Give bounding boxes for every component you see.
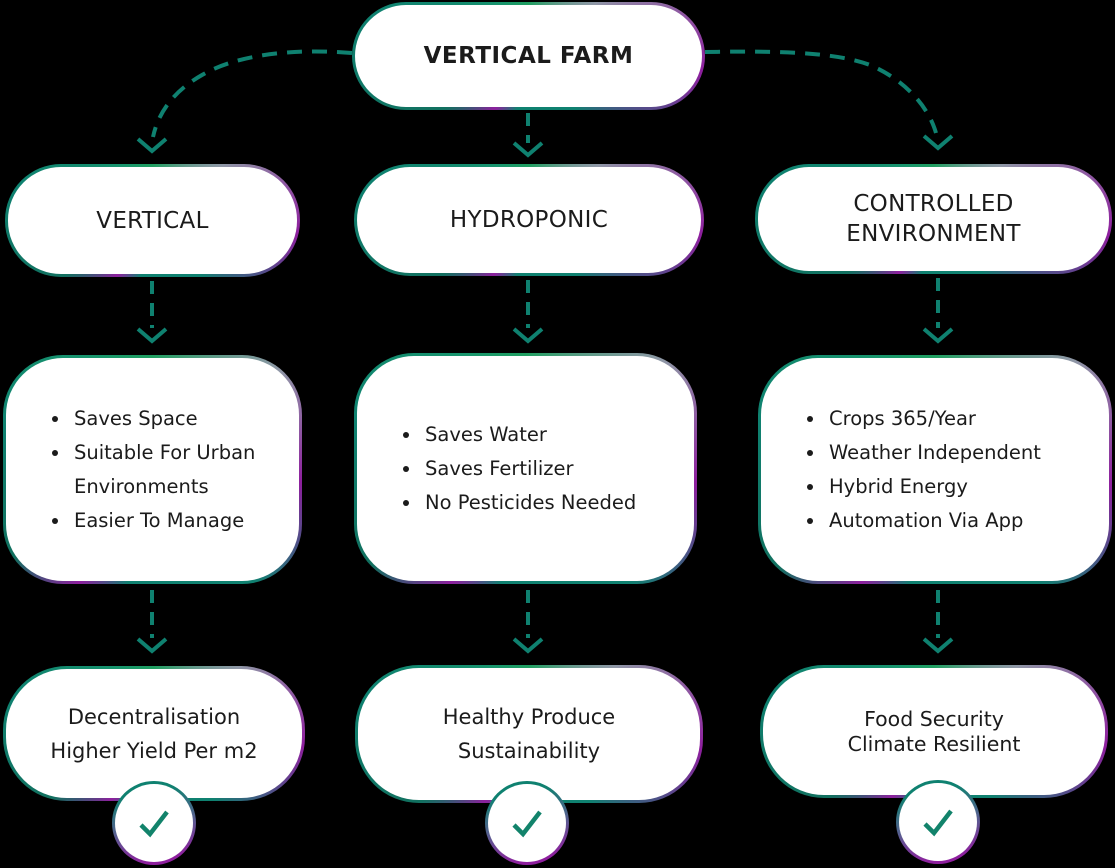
arrowhead-outcome-2 — [512, 637, 544, 654]
arrowhead-outcome-3 — [922, 637, 954, 654]
benefit-item: Automation Via App — [807, 504, 1041, 538]
outcome-pill-controlled-environment: Food Security Climate Resilient — [760, 665, 1108, 798]
outcome-line: Healthy Produce — [442, 705, 616, 729]
outcome-line: Climate Resilient — [847, 731, 1021, 756]
arrowhead-vertical-benefits — [136, 327, 168, 344]
connector-root-to-vertical — [151, 49, 353, 138]
benefits-box-vertical: Saves Space Suitable For Urban Environme… — [3, 355, 302, 584]
category-label-controlled-environment: CONTROLLED ENVIRONMENT — [846, 191, 1021, 247]
outcome-line: Sustainability — [457, 739, 601, 763]
check-badge-controlled-environment — [896, 780, 980, 864]
arrowhead-controlled-benefits — [922, 327, 954, 344]
benefit-item: Saves Fertilizer — [403, 452, 636, 486]
check-icon — [512, 810, 542, 838]
outcome-line: Higher Yield Per m2 — [50, 738, 258, 763]
benefits-list-controlled-environment: Crops 365/Year Weather Independent Hybri… — [761, 402, 1059, 538]
root-label: VERTICAL FARM — [423, 43, 634, 69]
check-icon — [923, 809, 953, 837]
benefit-item: Easier To Manage — [52, 504, 281, 538]
benefits-box-hydroponic: Saves Water Saves Fertilizer No Pesticid… — [354, 353, 697, 584]
check-badge-hydroponic — [485, 781, 569, 865]
benefit-item: Crops 365/Year — [807, 402, 1041, 436]
arrowhead-vertical — [136, 137, 168, 154]
benefit-item: Weather Independent — [807, 436, 1041, 470]
benefit-item: Suitable For Urban Environments — [52, 436, 281, 504]
category-label-hydroponic: HYDROPONIC — [449, 207, 609, 233]
arrowhead-controlled — [922, 134, 954, 151]
benefit-item: No Pesticides Needed — [403, 486, 636, 520]
check-icon — [139, 810, 169, 838]
category-pill-controlled-environment: CONTROLLED ENVIRONMENT — [755, 164, 1112, 274]
outcome-line: Food Security — [864, 706, 1004, 731]
category-pill-vertical: VERTICAL — [5, 164, 300, 277]
connector-root-to-controlled — [704, 49, 938, 134]
category-label-vertical: VERTICAL — [96, 207, 209, 234]
benefit-item: Hybrid Energy — [807, 470, 1041, 504]
outcome-line: Decentralisation — [67, 704, 241, 729]
arrowhead-outcome-1 — [136, 637, 168, 654]
outcome-pill-hydroponic: Healthy Produce Sustainability — [355, 665, 703, 803]
arrowhead-hydroponic — [512, 141, 544, 158]
outcome-pill-vertical: Decentralisation Higher Yield Per m2 — [3, 666, 305, 801]
benefits-list-vertical: Saves Space Suitable For Urban Environme… — [6, 402, 299, 538]
root-node-vertical-farm: VERTICAL FARM — [352, 2, 705, 110]
arrowhead-hydroponic-benefits — [512, 327, 544, 344]
benefits-box-controlled-environment: Crops 365/Year Weather Independent Hybri… — [758, 355, 1112, 584]
check-badge-vertical — [112, 781, 196, 865]
benefit-item: Saves Space — [52, 402, 281, 436]
benefit-item: Saves Water — [403, 418, 636, 452]
benefits-list-hydroponic: Saves Water Saves Fertilizer No Pesticid… — [357, 418, 654, 520]
category-pill-hydroponic: HYDROPONIC — [354, 164, 704, 276]
